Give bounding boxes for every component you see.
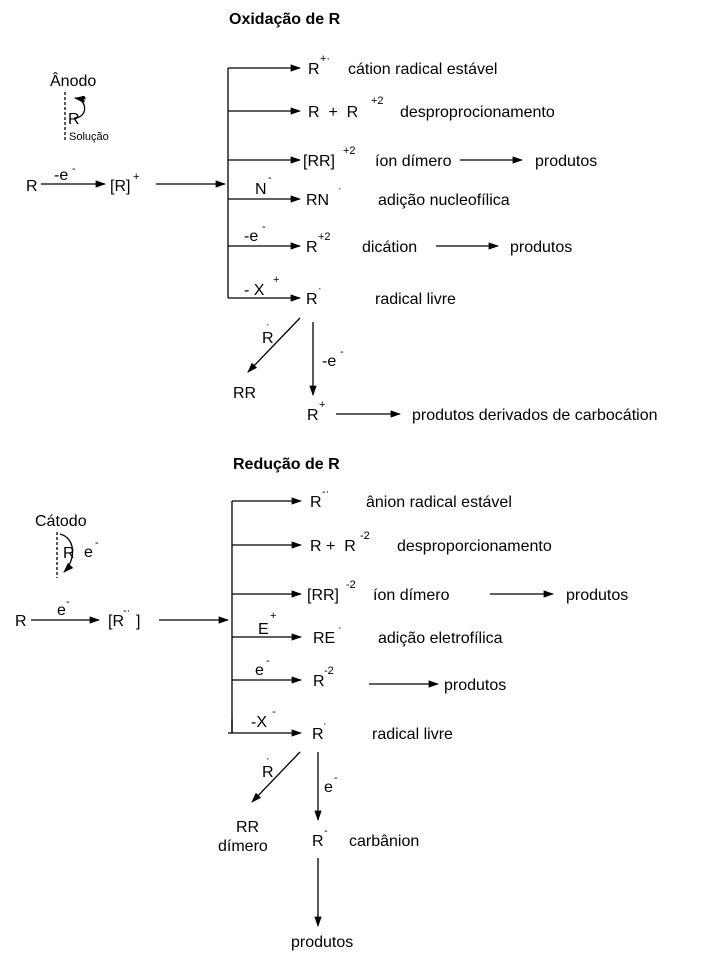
ox-dimer-reagent-sup: · [266, 319, 270, 331]
red-product-2: produtos [566, 587, 628, 604]
cathode-e: e [84, 544, 93, 561]
ox-reactant-sup-5: + [273, 274, 279, 286]
cathode-e-sup: - [95, 537, 99, 549]
red-reactant-sup-3: + [270, 610, 276, 622]
red-dimer-product: RR [236, 819, 259, 836]
red-species-sup-4: -2 [324, 665, 334, 677]
red-desc-3: adição eletrofílica [378, 630, 503, 647]
ox-desc-3: adição nucleofílica [378, 192, 510, 209]
ox-dimer-product: RR [233, 385, 256, 402]
ox-reactant-3: N [255, 181, 267, 198]
red-desc-2: íon dímero [373, 587, 450, 604]
ox-desc-0: cátion radical estável [348, 61, 497, 78]
ox-carbo-species-sup: + [319, 399, 325, 411]
red-dimer-reagent: R [262, 764, 274, 781]
anode-electrode: Ânodo e R Solução [50, 71, 109, 143]
ox-species-sup-5: · [318, 283, 322, 295]
ox-step-label: -e [54, 167, 68, 184]
cathode-label: Cátodo [35, 513, 87, 530]
red-ion-sup: -· [123, 605, 130, 617]
ox-product-2: produtos [535, 153, 597, 170]
ox-reactant-sup-3: - [268, 172, 272, 184]
ox-step-sup: - [72, 163, 76, 175]
red-ion-close: ] [136, 613, 140, 630]
red-desc-0: ânion radical estável [366, 494, 512, 511]
red-species-1: R + R [310, 538, 356, 555]
ox-species-5: R [306, 291, 318, 308]
red-start-r: R [15, 613, 27, 630]
ox-reactant-sup-4: - [262, 221, 266, 233]
ox-species-0: R [308, 61, 320, 78]
ox-desc-5: radical livre [375, 291, 456, 308]
ox-reactant-4: -e [244, 228, 258, 245]
ox-desc-4: dicátion [362, 239, 417, 256]
ox-start-r: R [26, 178, 38, 195]
ox-reactant-5: - X [244, 282, 265, 299]
ox-ion-sup: + [133, 171, 139, 183]
red-species-sup-3: · [338, 622, 342, 634]
ox-species-2: [RR] [303, 153, 335, 170]
red-product-4: produtos [444, 677, 506, 694]
red-carbanion-desc: carbânion [349, 833, 419, 850]
red-step-label: e [57, 602, 66, 619]
red-species-3: RE [313, 630, 335, 647]
red-dimer-product-sub: dímero [218, 838, 268, 855]
red-species-4: R [313, 673, 325, 690]
red-reactant-sup-4: - [266, 655, 270, 667]
red-desc-5: radical livre [372, 726, 453, 743]
ox-dimer-reagent: R [262, 330, 274, 347]
anode-solution: Solução [69, 131, 109, 143]
ox-species-sup-1: +2 [371, 95, 384, 107]
anode-label: Ânodo [50, 71, 96, 90]
ox-species-sup-3: · [338, 183, 342, 195]
ox-carbo-species: R [307, 407, 319, 424]
red-ion: [R [108, 613, 124, 630]
red-carbanion-step-sup: - [334, 772, 338, 784]
ox-carbo-step: -e [322, 353, 336, 370]
ox-species-sup-0: +· [320, 53, 330, 65]
reduction-title: Redução de R [233, 456, 340, 473]
ox-dimer-arrow [247, 317, 301, 373]
red-reactant-4: e [255, 662, 264, 679]
ox-species-sup-4: +2 [318, 231, 331, 243]
cathode-r: R [63, 545, 75, 562]
red-reactant-sup-5: - [272, 706, 276, 718]
red-carbanion-species: R [312, 833, 324, 850]
ox-carbo-step-sup: - [340, 346, 344, 358]
ox-desc-2: íon dímero [375, 153, 452, 170]
cathode-electron-arrow [59, 533, 74, 573]
ox-ion: [R] [110, 178, 130, 195]
red-step-sup: - [66, 596, 70, 608]
red-species-sup-0: -· [322, 486, 329, 498]
ox-desc-1: desproprocionamento [400, 104, 555, 121]
red-species-5: R [312, 726, 324, 743]
oxidation-title: Oxidação de R [229, 11, 341, 28]
anode-e: e [80, 93, 86, 105]
red-dimer-arrow [251, 751, 301, 803]
ox-species-sup-2: +2 [343, 145, 356, 157]
red-species-sup-5: · [323, 718, 327, 730]
red-species-sup-2: -2 [346, 579, 356, 591]
anode-r: R [68, 111, 80, 128]
red-carbanion-step: e [324, 779, 333, 796]
red-species-sup-1: -2 [360, 530, 370, 542]
red-species-0: R [310, 494, 322, 511]
red-desc-1: desproporcionamento [397, 538, 552, 555]
anode-electron-arrow [73, 95, 86, 119]
red-reactant-5: -X [251, 714, 267, 731]
cathode-electrode: Cátodo R e - [35, 513, 99, 578]
red-reactant-3: E [258, 621, 269, 638]
ox-species-4: R [306, 239, 318, 256]
red-dimer-reagent-sup: · [266, 753, 270, 765]
red-carbanion-product: produtos [291, 934, 353, 951]
red-carbanion-species-sup: - [324, 825, 328, 837]
red-species-2: [RR] [307, 587, 339, 604]
ox-species-3: RN [306, 192, 329, 209]
ox-product-4: produtos [510, 239, 572, 256]
ox-species-1: R + R [308, 104, 358, 121]
ox-carbo-product: produtos derivados de carbocátion [412, 407, 658, 424]
